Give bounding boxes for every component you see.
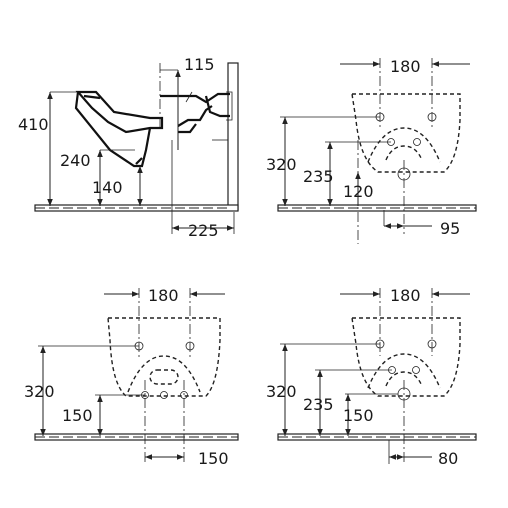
dim-180: 180 [390, 286, 421, 305]
dim-320: 320 [24, 382, 55, 401]
dim-150-vertical: 150 [62, 406, 93, 425]
dim-180: 180 [148, 286, 179, 305]
dim-240: 240 [60, 151, 91, 170]
dim-410: 410 [18, 115, 49, 134]
bidet-outline [107, 317, 221, 397]
front-view-b: 180 320 150 150 [24, 286, 239, 468]
tap-hole-right [413, 138, 421, 146]
bowl-opening [127, 355, 201, 393]
front-view-c: 180 320 235 150 80 [266, 286, 477, 468]
dim-180: 180 [390, 57, 421, 76]
tap-hole-right [412, 366, 420, 374]
bowl-opening [367, 353, 441, 389]
front-view-a: 180 320 235 120 95 [266, 57, 477, 244]
dim-320: 320 [266, 382, 297, 401]
bowl-opening [367, 127, 441, 163]
dim-235: 235 [303, 167, 334, 186]
dim-150-horizontal: 150 [198, 449, 229, 468]
dim-320: 320 [266, 155, 297, 174]
dim-95: 95 [440, 219, 460, 238]
dim-235: 235 [303, 395, 334, 414]
bidet-outline [351, 93, 461, 173]
bidet-outline [351, 317, 461, 397]
side-view: 410 240 140 115 225 [18, 55, 239, 240]
dim-150: 150 [343, 406, 374, 425]
wall [227, 62, 239, 211]
dim-225: 225 [188, 221, 219, 240]
dim-80: 80 [438, 449, 458, 468]
bidet-side-profile [74, 90, 233, 168]
dim-120: 120 [343, 182, 374, 201]
dim-115: 115 [184, 55, 215, 74]
tap-hole-mid [160, 391, 168, 399]
dim-140: 140 [92, 178, 123, 197]
